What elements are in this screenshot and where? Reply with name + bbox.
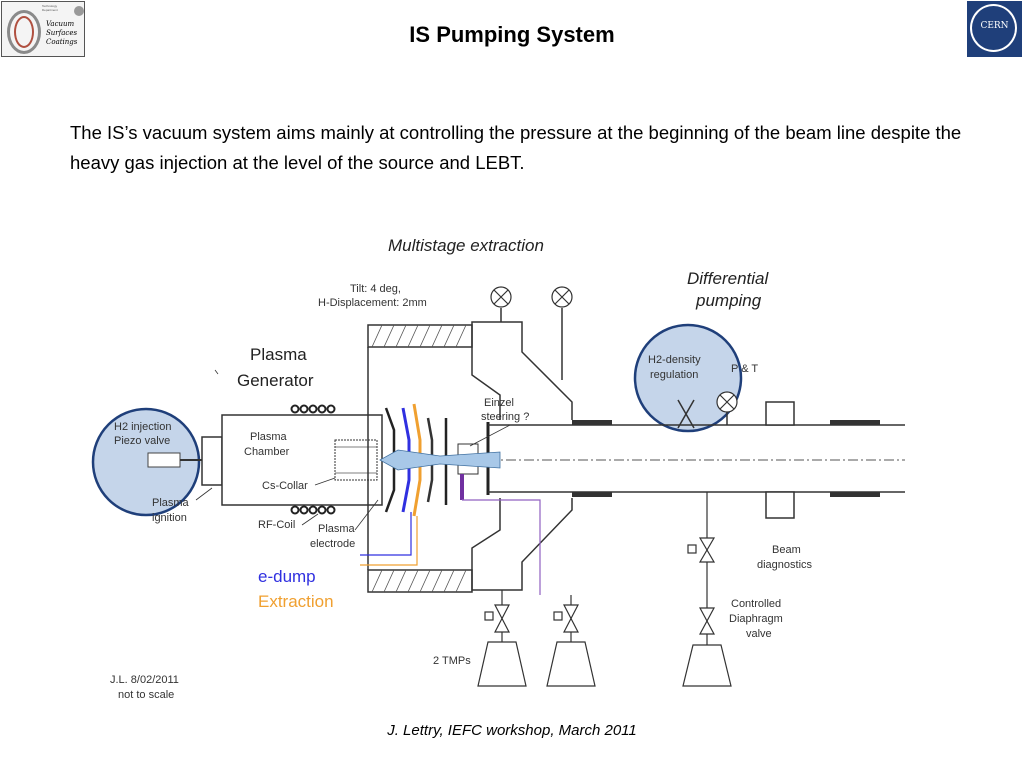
two-tmps-label: 2 TMPs — [433, 655, 471, 667]
controlled-valve-label-2: Diaphragm — [729, 613, 783, 625]
differential-label-1: Differential — [687, 269, 769, 288]
cern-logo-text: CERN — [980, 21, 1009, 31]
logo-inner-ring-icon — [14, 16, 34, 48]
h2-injection-label-1: H2 injection — [114, 421, 171, 433]
tilt-label-2: H-Displacement: 2mm — [318, 297, 427, 309]
tilt-label-1: Tilt: 4 deg, — [350, 283, 401, 295]
logo-line-2: Surfaces — [46, 29, 78, 37]
ion-beam-shape — [379, 449, 501, 471]
logo-ring-icon — [7, 10, 41, 54]
e-dump-feedthrough — [360, 512, 412, 556]
bottom-flange — [367, 569, 473, 593]
controlled-valve-label-3: valve — [746, 628, 772, 640]
not-to-scale-label: not to scale — [118, 689, 174, 701]
p-and-t-label: P & T — [731, 363, 758, 375]
gauge-cross-3 — [719, 394, 735, 410]
piezo-valve-icon — [147, 452, 181, 468]
vacuum-surfaces-coatings-logo: Technology Department Vacuum Surfaces Co… — [1, 1, 85, 57]
h2-injection-label-2: Piezo valve — [114, 435, 170, 447]
beam-diagnostics-label-2: diagnostics — [757, 559, 813, 571]
plasma-chamber-label-2: Chamber — [244, 446, 290, 458]
vessel-inner-top — [471, 347, 501, 420]
logo-line-3: Coatings — [46, 38, 78, 46]
diagnostics-flange-bottom — [765, 491, 795, 519]
vessel-outer-top — [471, 321, 573, 420]
diagnostics-pump-line — [682, 492, 732, 687]
plasma-electrode-label-2: electrode — [310, 538, 355, 550]
solenoid-coils — [572, 420, 880, 497]
extraction-feedthrough — [360, 516, 418, 566]
gauge-cross-1 — [493, 289, 509, 305]
annotation-leaders — [195, 369, 511, 531]
h2-density-valve-icon — [677, 399, 695, 429]
differential-label-2: pumping — [695, 291, 762, 310]
cs-collar-label: Cs-Collar — [262, 480, 308, 492]
slide-title: IS Pumping System — [409, 22, 615, 47]
h2-injection-highlight — [91, 407, 201, 517]
plasma-ignition-label-2: ignition — [152, 512, 187, 524]
e-dump-label: e-dump — [258, 567, 316, 586]
cern-ring-icon — [970, 4, 1017, 52]
injection-flange — [201, 436, 223, 486]
plasma-generator-label-2: Generator — [237, 371, 314, 390]
h2-density-label-1: H2-density — [648, 354, 701, 366]
logo-badge-icon — [74, 6, 84, 16]
logo-line-1: Vacuum — [46, 20, 75, 28]
top-flange — [367, 324, 473, 348]
logo-small-text: Technology Department — [42, 4, 58, 12]
h2-density-label-2: regulation — [650, 369, 698, 381]
plasma-chamber-label-1: Plasma — [250, 431, 288, 443]
plasma-electrode-label-1: Plasma — [318, 523, 356, 535]
author-date-label: J.L. 8/02/2011 — [110, 674, 179, 686]
vessel-inner-bottom — [471, 498, 501, 570]
plasma-generator-label-1: Plasma — [250, 345, 307, 364]
diagnostics-flange-top — [765, 401, 795, 426]
einzel-feed-purple — [460, 474, 464, 500]
body-paragraph: The IS’s vacuum system aims mainly at co… — [70, 122, 962, 173]
cern-logo: CERN — [967, 1, 1022, 57]
footer-citation: J. Lettry, IEFC workshop, March 2011 — [387, 722, 637, 739]
rf-coil-top — [290, 404, 336, 414]
controlled-valve-label-1: Controlled — [731, 598, 781, 610]
rf-coil-bottom — [290, 505, 336, 515]
vessel-outer-bottom — [471, 498, 573, 591]
h2-density-highlight — [633, 323, 743, 433]
gauge-cross-2 — [554, 289, 570, 305]
top-flange-hatch — [371, 324, 467, 348]
tmp-line-2 — [546, 595, 596, 687]
rf-coil-label: RF-Coil — [258, 519, 295, 531]
heading-multistage: Multistage extraction — [388, 236, 544, 255]
extraction-label: Extraction — [258, 592, 334, 611]
einzel-label-2: steering ? — [481, 411, 529, 423]
einzel-feedthrough — [462, 499, 541, 595]
einzel-label-1: Einzel — [484, 397, 514, 409]
bottom-flange-hatch — [371, 569, 467, 593]
beam-diagnostics-label-1: Beam — [772, 544, 801, 556]
plasma-ignition-label-1: Plasma — [152, 497, 190, 509]
tmp-line-1 — [477, 590, 527, 687]
cs-collar-shape — [334, 439, 378, 481]
